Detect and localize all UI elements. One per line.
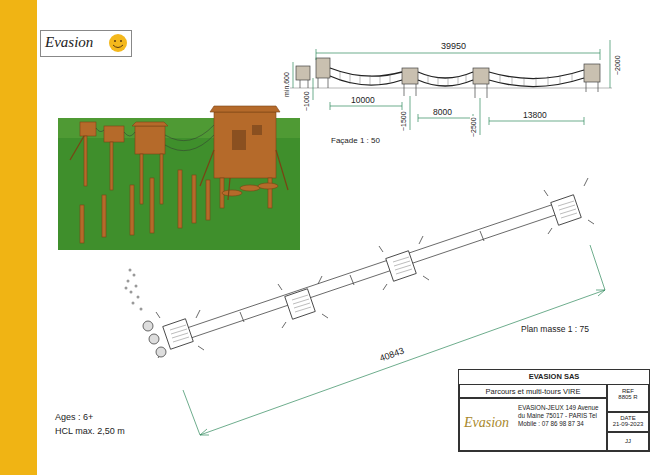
ref-cell: REF8805 R — [607, 384, 649, 412]
dimension-lines — [293, 40, 610, 135]
yellow-band — [0, 0, 37, 475]
drawing-label: Ages : 6+ — [54, 413, 94, 422]
drawing-label: ~2000 — [614, 54, 621, 76]
title-block: EVASION SAS Parcours et multi-tours VIRER… — [458, 369, 650, 452]
node-text: 21-09-2023 — [608, 421, 648, 427]
drawing-label: min.600 — [283, 71, 290, 98]
node-text: REF — [608, 385, 648, 394]
drawing-label: ~1000 — [303, 90, 310, 112]
node-text: DATE — [608, 413, 648, 421]
drawing-label: Façade 1 : 50 — [330, 137, 381, 145]
render-illustration — [58, 106, 300, 250]
drawing-label: 39950 — [440, 42, 467, 51]
title-cell: Parcours et multi-tours VIRE — [459, 384, 607, 398]
plan-drawing — [125, 178, 595, 358]
drawing-label: 13800 — [522, 111, 548, 120]
drawing-label: 10000 — [350, 96, 376, 105]
node-text: JJ — [608, 433, 648, 444]
facade-drawing — [290, 58, 612, 98]
drawing-label: 8000 — [432, 108, 453, 117]
date-cell: DATE21-09-2023 — [607, 412, 649, 432]
drawing-label: ~1500 — [400, 110, 407, 132]
node-text: Parcours et multi-tours VIRE — [460, 385, 606, 396]
author-cell: JJ — [607, 432, 649, 451]
drawing-label: ~2500 — [470, 116, 477, 138]
drawing-label: Plan masse 1 : 75 — [520, 325, 590, 334]
company-cell: Evasion EVASION-JEUX 149 Avenue du Maine … — [459, 398, 607, 451]
node-text: EVASION-JEUX 149 Avenue du Maine 75017 -… — [518, 404, 604, 429]
dimension-lines — [183, 245, 605, 435]
logo-box: Evasion — [40, 30, 132, 57]
node-text: 8805 R — [608, 394, 648, 400]
drawing-label: 40843 — [378, 346, 406, 364]
node-text: Evasion — [41, 31, 131, 51]
drawing-label: HCL max. 2,50 m — [54, 427, 126, 436]
logo-smiley — [109, 34, 127, 52]
node-text: EVASION SAS — [459, 370, 649, 381]
node-text: Evasion — [464, 415, 509, 431]
